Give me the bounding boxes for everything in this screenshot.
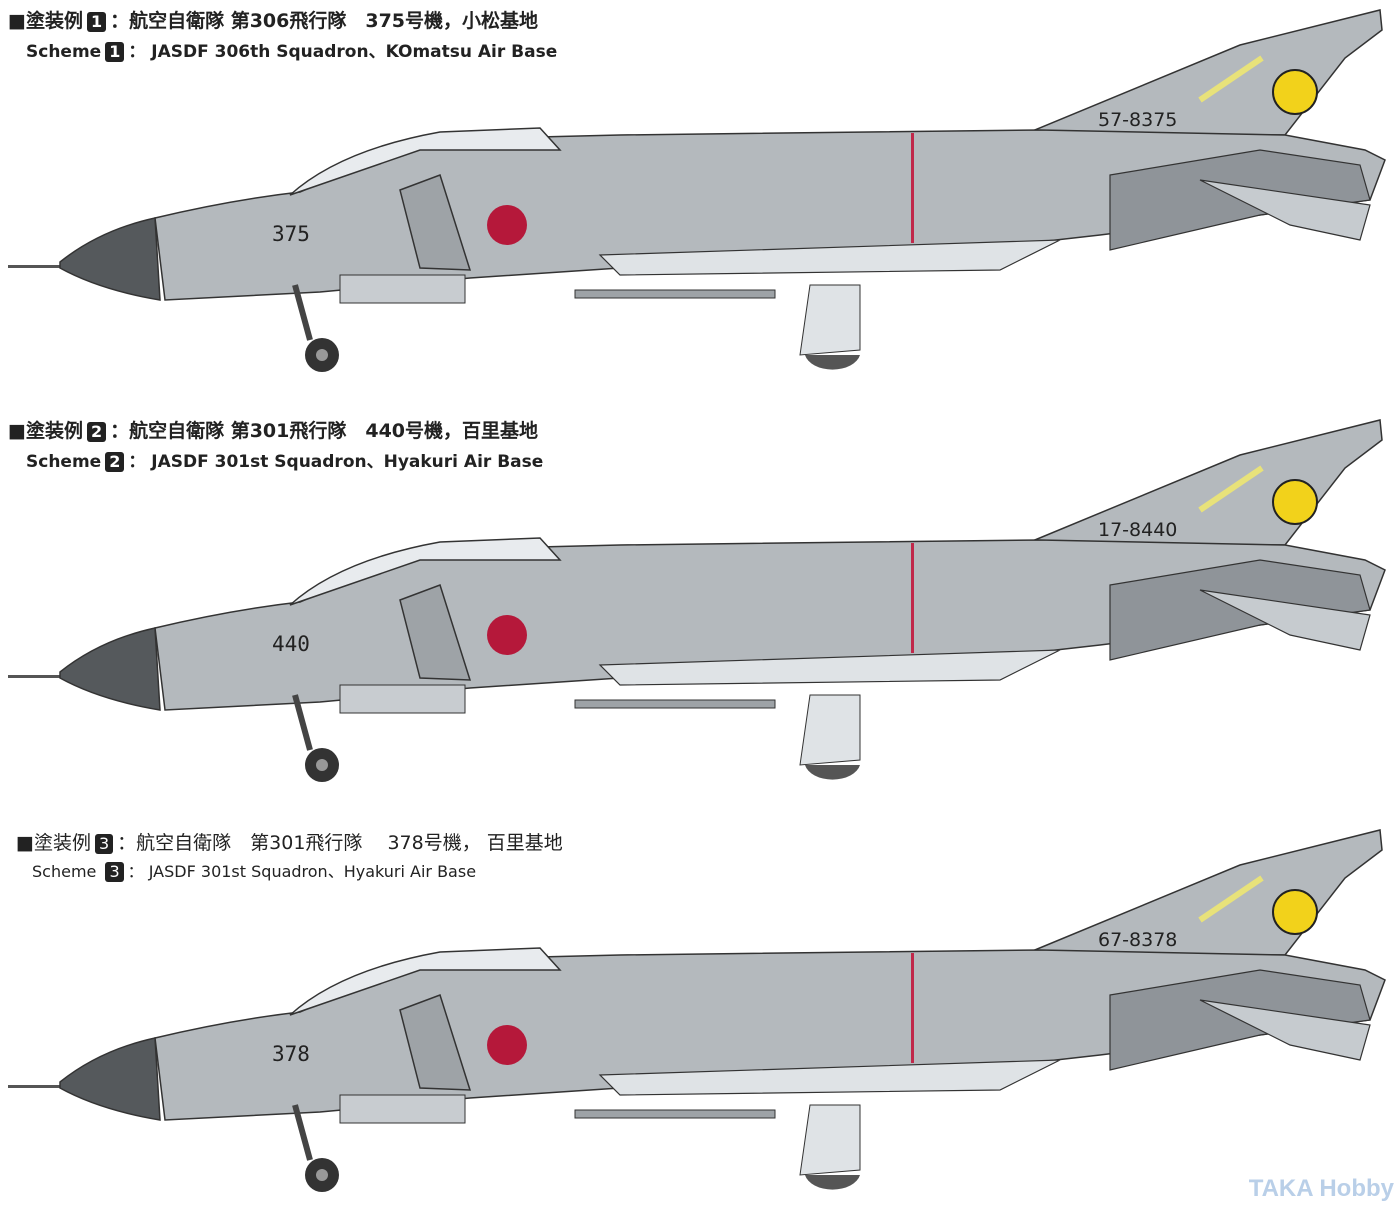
aircraft-profile: 378 67-8378: [0, 820, 1400, 1230]
nose-number: 375: [272, 222, 310, 246]
scheme-number-badge: 1: [86, 12, 107, 32]
nose-number: 378: [272, 1042, 310, 1066]
aircraft-profile: 440 17-8440: [0, 410, 1400, 820]
tail-code: 17-8440: [1098, 519, 1177, 541]
watermark: TAKA Hobby: [1248, 1175, 1394, 1202]
scheme-number-badge: 3: [105, 862, 124, 882]
scheme-number-badge: 2: [86, 422, 107, 442]
aircraft-profile: 375 57-8375: [0, 0, 1400, 410]
scheme-number-badge: 1: [105, 42, 125, 62]
scheme-title-en: Scheme 3： JASDF 301st Squadron、Hyakuri A…: [32, 862, 477, 882]
tail-code: 57-8375: [1098, 109, 1177, 131]
tail-code: 67-8378: [1098, 929, 1177, 951]
nose-number: 440: [272, 632, 310, 656]
scheme-number-badge: 2: [105, 452, 125, 472]
scheme-number-badge: 3: [94, 834, 114, 854]
